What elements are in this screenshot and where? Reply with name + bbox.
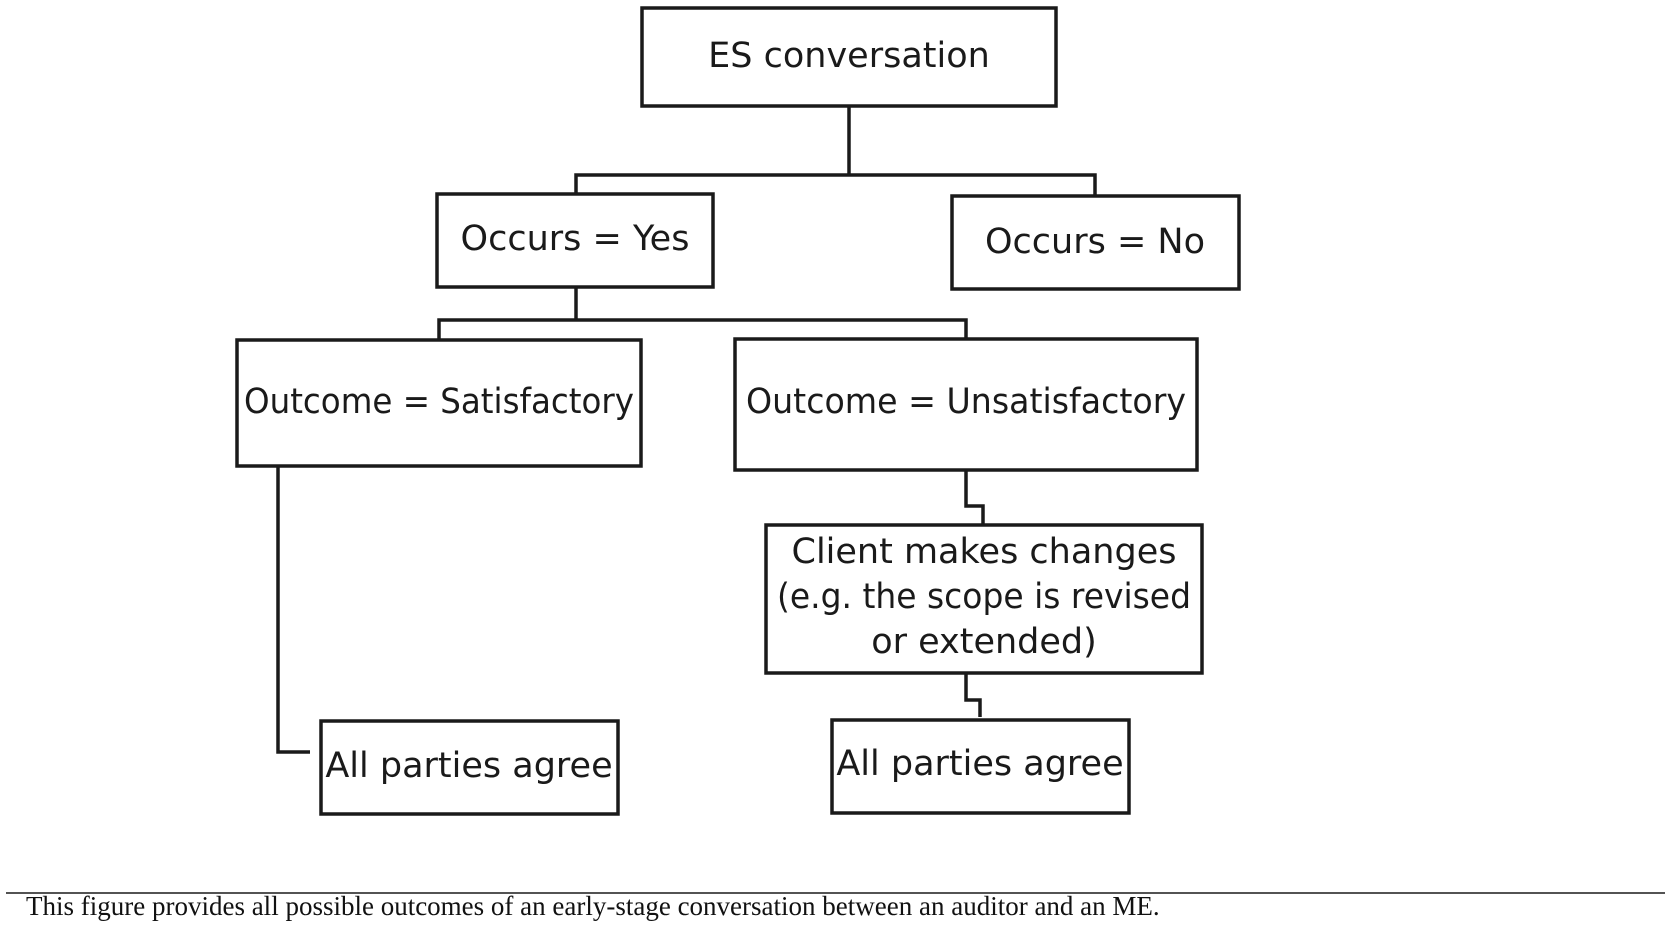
node-label: All parties agree: [836, 744, 1123, 784]
node-label: ES conversation: [708, 36, 990, 76]
node-label: All parties agree: [325, 746, 612, 786]
node-label-line-2: (e.g. the scope is revised: [777, 577, 1191, 617]
node-box: [764, 523, 1204, 675]
node-label: Occurs = No: [985, 222, 1205, 262]
node-occurs-yes: Occurs = Yes: [435, 192, 715, 289]
connector-unsatisfactory-to-changes: [964, 470, 985, 525]
node-occurs-no: Occurs = No: [950, 194, 1241, 291]
node-box: [733, 337, 1199, 472]
node-box: [435, 192, 715, 289]
node-outcome-satisfactory: Outcome = Satisfactory: [235, 338, 643, 468]
node-es-conversation: ES conversation: [640, 6, 1058, 108]
node-box: [640, 6, 1058, 108]
node-label: Occurs = Yes: [461, 219, 690, 259]
node-outcome-unsatisfactory: Outcome = Unsatisfactory: [733, 337, 1199, 472]
figure-caption: This figure provides all possible outcom…: [26, 891, 1160, 921]
node-label: Outcome = Unsatisfactory: [746, 382, 1186, 422]
connector-outcome-branch-bar: [437, 318, 968, 340]
connector-changes-to-agree: [964, 673, 982, 717]
connector-root-branch-bar: [574, 173, 1097, 207]
node-label: Outcome = Satisfactory: [244, 382, 634, 422]
node-client-makes-changes: Client makes changes (e.g. the scope is …: [764, 523, 1204, 675]
node-label-line-3: or extended): [871, 622, 1097, 662]
node-box: [830, 718, 1131, 815]
node-all-parties-agree-right: All parties agree: [830, 718, 1131, 815]
node-label-line-1: Client makes changes: [792, 532, 1177, 572]
connectors: [276, 106, 1097, 754]
connector-satisfactory-to-agree: [276, 466, 310, 754]
node-box: [950, 194, 1241, 291]
node-box: [235, 338, 643, 468]
node-box: [319, 719, 620, 816]
node-all-parties-agree-left: All parties agree: [319, 719, 620, 816]
